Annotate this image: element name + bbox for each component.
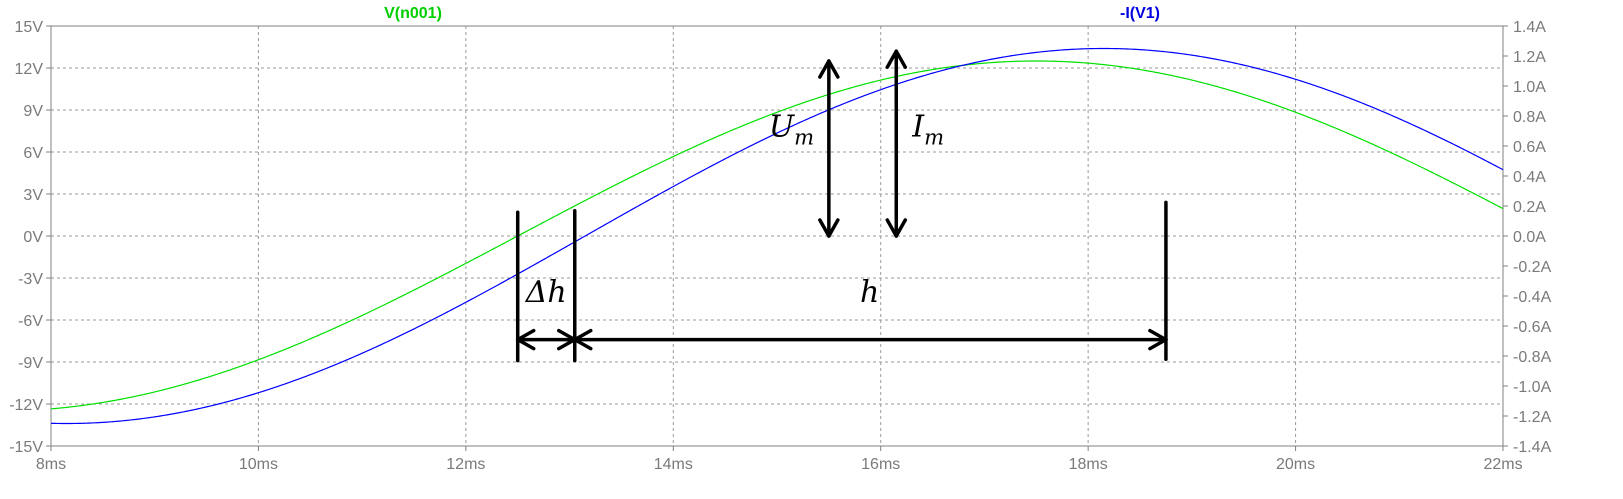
im-label: Im bbox=[911, 110, 944, 150]
y-left-tick-label: 9V bbox=[23, 103, 43, 120]
y-right-tick-label: -0.8A bbox=[1513, 349, 1552, 366]
y-left-tick-label: 15V bbox=[15, 19, 44, 36]
x-tick-label: 12ms bbox=[446, 456, 485, 473]
y-right-tick-label: 0.4A bbox=[1513, 169, 1546, 186]
y-right-tick-label: -1.4A bbox=[1513, 439, 1552, 456]
y-right-tick-label: -0.2A bbox=[1513, 259, 1552, 276]
y-right-tick-label: -1.2A bbox=[1513, 409, 1552, 426]
series-lines bbox=[50, 47, 1504, 425]
y-right-tick-label: 1.2A bbox=[1513, 49, 1546, 66]
x-tick-label: 8ms bbox=[36, 456, 66, 473]
h-arrow-head-left bbox=[573, 328, 593, 351]
y-right-tick-label: 1.4A bbox=[1513, 19, 1546, 36]
y-right-tick-label: -0.4A bbox=[1513, 289, 1552, 306]
h-arrow-head-right bbox=[1148, 328, 1168, 351]
plot-frame bbox=[50, 25, 1504, 447]
series-line-v-n001 bbox=[50, 60, 1504, 410]
y-right-tick-label: 0.2A bbox=[1513, 199, 1546, 216]
y-right-tick-label: 1.0A bbox=[1513, 79, 1546, 96]
um-arrow-head-top bbox=[818, 59, 840, 79]
x-tick-label: 14ms bbox=[654, 456, 693, 473]
x-tick-label: 18ms bbox=[1069, 456, 1108, 473]
y-left-tick-label: 6V bbox=[23, 145, 43, 162]
y-left-tick-label: -15V bbox=[9, 439, 43, 456]
im-arrow-head-top bbox=[885, 49, 908, 69]
x-tick-label: 10ms bbox=[239, 456, 278, 473]
y-left-tick-label: -6V bbox=[18, 313, 43, 330]
um-label: Um bbox=[769, 110, 814, 150]
y-left-tick-label: -12V bbox=[9, 397, 43, 414]
im-arrow-head-bottom bbox=[885, 218, 908, 238]
legend-i-v1[interactable]: -I(V1) bbox=[1120, 5, 1160, 22]
y-left-tick-label: 3V bbox=[23, 187, 43, 204]
grid bbox=[46, 25, 1508, 451]
y-right-tick-labels: 1.4A 1.2A 1.0A 0.8A 0.6A 0.4A 0.2A 0.0A -0.2A -0.… bbox=[1513, 19, 1552, 456]
x-tick-labels: 8ms 10ms 12ms 14ms 16ms 18ms 20ms 22ms bbox=[36, 456, 1523, 473]
y-left-tick-label: -9V bbox=[18, 355, 43, 372]
y-right-tick-label: 0.0A bbox=[1513, 229, 1546, 246]
series-line-i-v1 bbox=[50, 47, 1504, 425]
y-right-tick-label: 0.8A bbox=[1513, 109, 1546, 126]
x-tick-label: 20ms bbox=[1276, 456, 1315, 473]
y-left-tick-label: 12V bbox=[15, 61, 44, 78]
y-left-tick-labels: 15V 12V 9V 6V 3V 0V -3V -6V -9V -12V -15V bbox=[9, 19, 43, 456]
y-right-tick-label: 0.6A bbox=[1513, 139, 1546, 156]
y-right-tick-label: -1.0A bbox=[1513, 379, 1552, 396]
h-label: h bbox=[860, 275, 879, 310]
dh-arrow-head-left bbox=[515, 328, 536, 351]
um-arrow-head-bottom bbox=[818, 218, 840, 238]
y-left-tick-label: 0V bbox=[23, 229, 43, 246]
y-left-tick-label: -3V bbox=[18, 271, 43, 288]
x-tick-label: 22ms bbox=[1483, 456, 1522, 473]
y-right-tick-label: -0.6A bbox=[1513, 319, 1552, 336]
x-tick-label: 16ms bbox=[861, 456, 900, 473]
legend-v-n001[interactable]: V(n001) bbox=[384, 5, 442, 22]
dh-label: Δh bbox=[525, 275, 567, 310]
